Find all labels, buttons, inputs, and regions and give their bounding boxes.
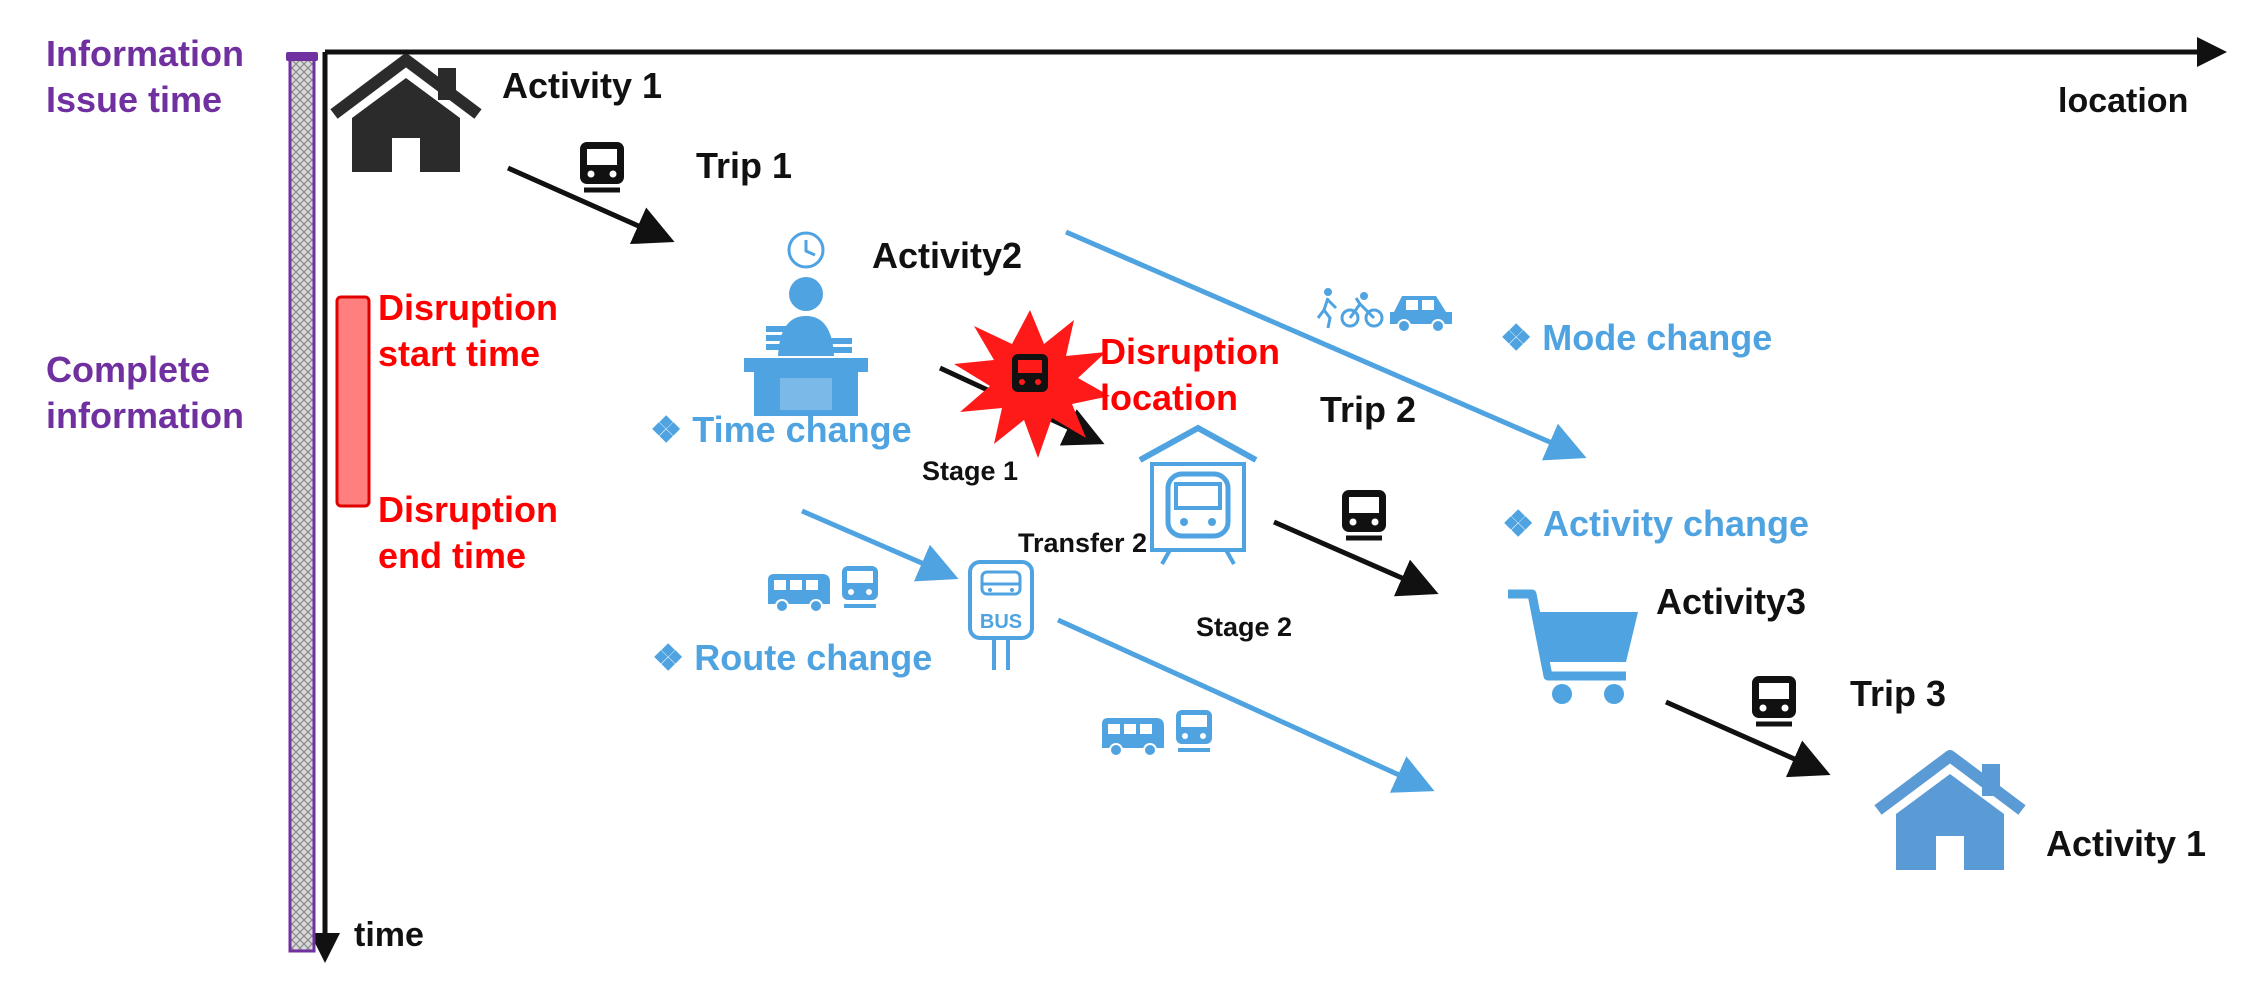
route-change-arrow-1 <box>801 508 959 582</box>
information-bar <box>288 56 316 953</box>
bus-icon <box>1102 718 1164 757</box>
activity1-end-label: Activity 1 <box>2046 823 2207 864</box>
transfer2-label: Transfer 2 <box>1018 528 1148 558</box>
disruption-start-line1: Disruption <box>378 287 558 328</box>
trip1-label: Trip 1 <box>696 145 793 186</box>
home-icon <box>1874 750 2026 870</box>
disruption-period-bar <box>335 295 371 508</box>
bus-stop-icon: BUS <box>968 560 1034 670</box>
home-icon <box>330 54 482 172</box>
time-axis-label: time <box>354 916 424 954</box>
time-change-label: ❖ Time change <box>650 409 912 450</box>
complete-information-label: Complete information <box>46 352 244 434</box>
train-icon <box>842 566 878 608</box>
location-axis-label: location <box>2058 82 2189 120</box>
disruption-end-label: Disruption end time <box>378 492 558 574</box>
mode-change-label: ❖ Mode change <box>1500 317 1773 358</box>
trip2-arrow <box>1272 519 1439 597</box>
disruption-start-label: Disruption start time <box>378 290 558 372</box>
route-change-label: ❖ Route change <box>652 637 933 678</box>
route-change-arrow-2 <box>1056 617 1435 793</box>
trip2-label: Trip 2 <box>1320 389 1417 430</box>
activity1-start-label: Activity 1 <box>502 65 663 106</box>
disruption-end-line1: Disruption <box>378 489 558 530</box>
stage2-label: Stage 2 <box>1196 612 1293 642</box>
activity-change-label: ❖ Activity change <box>1502 503 1810 544</box>
walk-icon <box>1316 288 1338 329</box>
information-issue-line2: Issue time <box>46 79 223 120</box>
explosion-icon <box>954 310 1110 458</box>
information-issue-marker <box>286 52 318 61</box>
trip3-label: Trip 3 <box>1850 673 1947 714</box>
disruption-location-line2: location <box>1100 377 1239 418</box>
train-station-icon <box>1138 424 1258 565</box>
train-icon <box>1752 676 1796 727</box>
bicycle-icon <box>1340 292 1384 328</box>
trip3-arrow <box>1664 699 1831 778</box>
train-icon <box>580 142 624 193</box>
complete-information-line1: Complete <box>46 349 211 390</box>
train-icon <box>1176 710 1212 752</box>
mode-change-arrow <box>1065 229 1587 461</box>
activity3-label: Activity3 <box>1656 581 1807 622</box>
bus-icon <box>768 574 830 613</box>
disruption-start-line2: start time <box>378 333 541 374</box>
activity2-label: Activity2 <box>872 235 1023 276</box>
shopping-cart-icon <box>1508 589 1638 704</box>
disruption-end-line2: end time <box>378 535 527 576</box>
office-worker-icon <box>744 231 868 416</box>
information-issue-label: Information Issue time <box>46 36 244 118</box>
train-icon <box>1342 490 1386 541</box>
disruption-location-label: Disruption location <box>1100 334 1280 416</box>
disruption-location-line1: Disruption <box>1100 331 1280 372</box>
trip1-arrow <box>506 165 675 245</box>
complete-information-line2: information <box>46 395 244 436</box>
car-icon <box>1390 296 1452 333</box>
stage1-label: Stage 1 <box>922 456 1019 486</box>
svg-text:BUS: BUS <box>980 611 1022 633</box>
information-issue-line1: Information <box>46 33 244 74</box>
